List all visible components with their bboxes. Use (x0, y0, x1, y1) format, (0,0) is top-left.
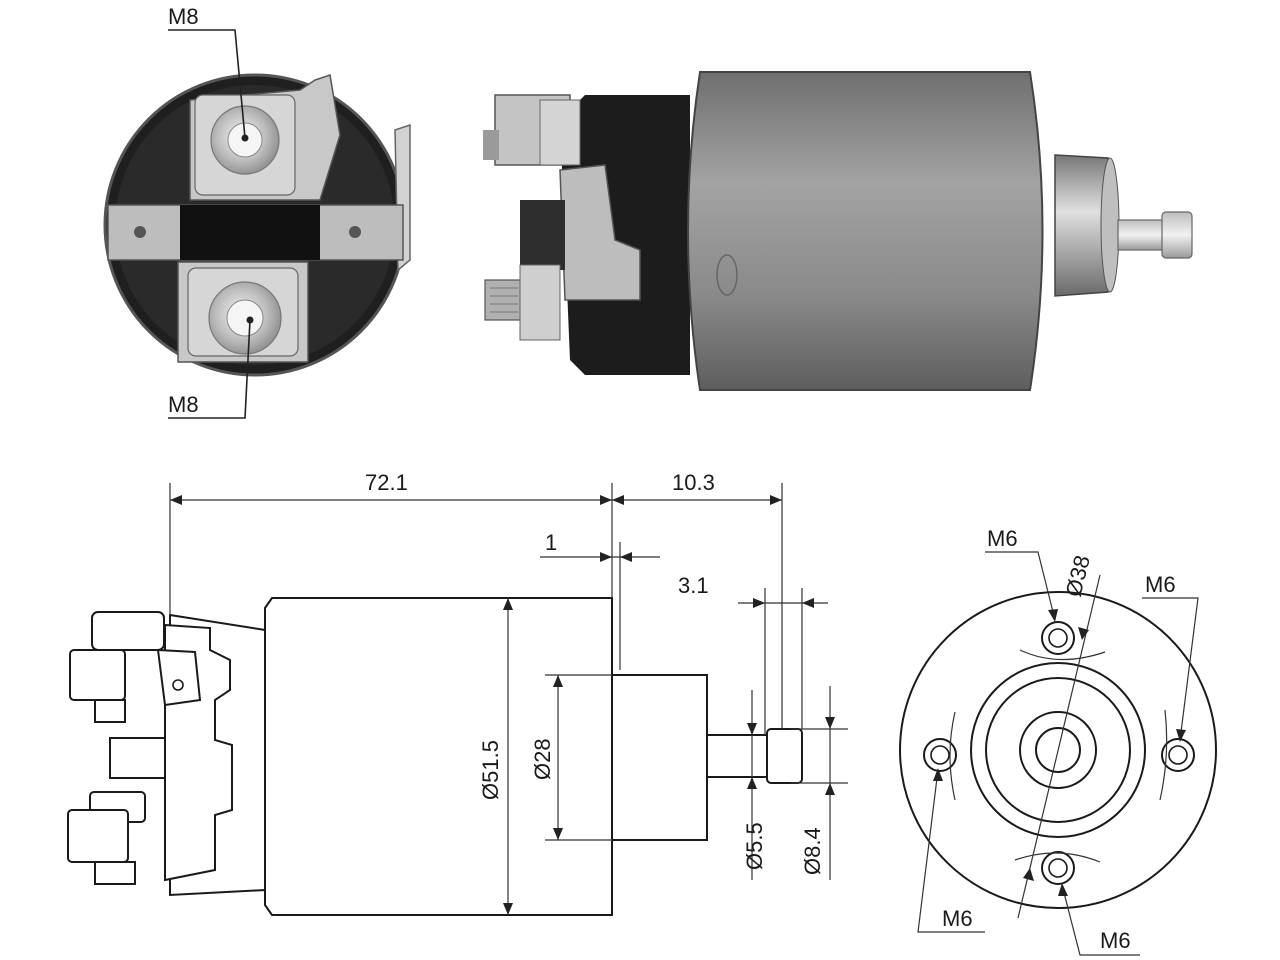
label-m8-bottom: M8 (168, 392, 199, 417)
drawing-side-view: 72.1 10.3 1 3.1 Ø51.5 Ø28 (67, 470, 848, 916)
label-hole-top: M6 (987, 526, 1018, 551)
label-hole-right: M6 (1145, 572, 1176, 597)
label-hole-bottom: M6 (1100, 928, 1131, 953)
photo-side-view (483, 71, 1193, 391)
dim-plunger-extension: 10.3 (672, 470, 715, 495)
drawing-end-view: Ø38 M6 M6 M6 M6 (899, 526, 1217, 956)
hole-top (1041, 621, 1075, 655)
dim-shaft-diameter: Ø5.5 (742, 822, 767, 870)
dim-overall-length: 72.1 (365, 470, 408, 495)
hole-right (1161, 738, 1195, 772)
photo-end-view: M8 M8 (103, 4, 411, 419)
hole-bottom (1041, 851, 1075, 885)
dim-body-diameter: Ø51.5 (478, 740, 503, 800)
dim-plunger-tip: 3.1 (678, 573, 709, 598)
label-hole-left: M6 (942, 906, 973, 931)
label-m8-top: M8 (168, 4, 199, 29)
dim-bolt-circle: Ø38 (1061, 553, 1095, 599)
dim-boss-diameter: Ø28 (530, 738, 555, 780)
dim-tip-diameter: Ø8.4 (800, 827, 825, 875)
dim-flange-gap: 1 (545, 530, 557, 555)
hole-left (923, 738, 957, 772)
